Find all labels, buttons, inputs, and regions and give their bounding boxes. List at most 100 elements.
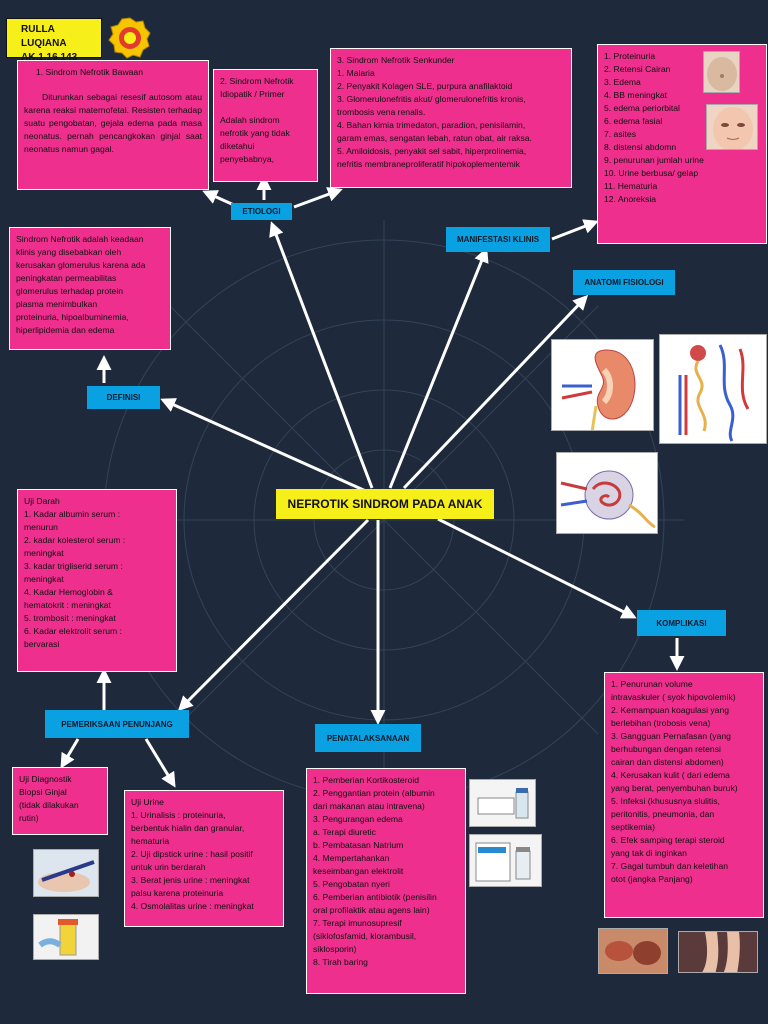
etiologi-sekunder-line: trombosis vena renalis. <box>337 107 426 117</box>
arrow-to-anatomi <box>402 294 589 490</box>
label-definisi: DEFINISI <box>87 386 160 409</box>
penatalaksanaan-line: 1. Pemberian Kortikosteroid <box>313 775 420 785</box>
penatalaksanaan-box: 1. Pemberian Kortikosteroid 2. Penggantia… <box>306 768 466 994</box>
biopsy-needle-photo <box>33 849 99 897</box>
bawaan-title: 1. Sindrom Nefrotik Bawaan <box>36 67 143 77</box>
author-id: AK.1.16.143 <box>21 52 78 63</box>
label-pemeriksaan: PEMERIKSAAN PENUNJANG <box>45 710 189 738</box>
etiologi-sekunder-line: 3. Glomerulonefritis akut/ glomerulonefr… <box>337 94 526 104</box>
arrow-to-pemeriksaan <box>177 518 370 712</box>
abdominal-distension-photo <box>703 51 740 93</box>
etiologi-idiopatik-line: Idiopatik / Primer <box>220 89 285 99</box>
komplikasi-line: cairan dan distensi abdomen) <box>611 757 724 767</box>
uji-urine-line: Uji Urine <box>131 797 164 807</box>
uji-darah-line: bervarasi <box>24 639 60 649</box>
komplikasi-line: otot (jangka Panjang) <box>611 874 693 884</box>
label-etiologi: ETIOLOGI <box>231 203 292 220</box>
bawaan-text: Diturunkan sebagai resesif autosom atau … <box>24 92 202 154</box>
uji-urine-line: berbentuk hialin dan granular, <box>131 823 245 833</box>
central-topic: NEFROTIK SINDROM PADA ANAK <box>276 489 494 519</box>
biopsi-line: Uji Diagnostik <box>19 774 72 784</box>
penatalaksanaan-line: 4. Mempertahankan <box>313 853 390 863</box>
manifestasi-line: 6. edema fasial <box>604 116 663 126</box>
uji-darah-box: Uji Darah 1. Kadar albumin serum : menurun… <box>17 489 177 672</box>
etiologi-sekunder-line: 5. Amiloidosis, penyakit sel sabit, hipe… <box>337 146 527 156</box>
etiologi-idiopatik-line: Adalah sindrom <box>220 115 280 125</box>
penatalaksanaan-line: (siklofosfamid, klorambusil, <box>313 931 417 941</box>
label-penatalaksanaan: PENATALAKSANAAN <box>315 724 421 752</box>
penatalaksanaan-line: oral profilaktik atau agens lain) <box>313 905 430 915</box>
komplikasi-line: septikemia) <box>611 822 655 832</box>
etiologi-idiopatik-line: diketahui <box>220 141 255 151</box>
uji-urine-line: palsu karena proteinuria <box>131 888 224 898</box>
manifestasi-line: 7. asites <box>604 129 637 139</box>
definisi-line: proteinuria, hipoalbuminemia, <box>16 312 129 322</box>
uji-urine-box: Uji Urine 1. Urinalisis : proteinuria, ber… <box>124 790 284 927</box>
uji-darah-line: Uji Darah <box>24 496 60 506</box>
manifestasi-line: 5. edema periorbital <box>604 103 680 113</box>
arrow-pemeriksaan-urine <box>144 738 176 788</box>
manifestasi-line: 2. Retensi Cairan <box>604 64 671 74</box>
biopsi-line: Biopsi Ginjal <box>19 787 67 797</box>
uji-darah-line: meningkat <box>24 548 64 558</box>
penatalaksanaan-line: siklosporin) <box>313 944 357 954</box>
arrow-to-manifestasi <box>388 247 489 489</box>
medicine-vial-photo-1 <box>469 779 536 827</box>
etiologi-idiopatik-line: penyebabnya, <box>220 154 274 164</box>
manifestasi-line: 1. Proteinuria <box>604 51 656 61</box>
uji-darah-line: 2. kadar kolesterol serum : <box>24 535 126 545</box>
uji-urine-line: untuk urin berdarah <box>131 862 206 872</box>
label-anatomi: ANATOMI FISIOLOGI <box>573 270 675 295</box>
biopsi-line: rutin) <box>19 813 39 823</box>
arrow-to-etiologi <box>269 221 374 489</box>
uji-darah-line: 5. trombosit : meningkat <box>24 613 116 623</box>
manifestasi-line: 4. BB meningkat <box>604 90 668 100</box>
manifestasi-line: 12. Anoreksia <box>604 194 657 204</box>
uji-urine-line: hematuria <box>131 836 170 846</box>
medicine-vial-photo-2 <box>469 834 542 887</box>
definisi-line: peningkatan permeabilitas <box>16 273 117 283</box>
institution-logo-icon <box>108 17 151 59</box>
komplikasi-line: 7. Gagal tumbuh dan keletihan <box>611 861 729 871</box>
definisi-line: glomerulus terhadap protein <box>16 286 124 296</box>
etiologi-idiopatik-line: 2. Sindrom Nefrotik <box>220 76 294 86</box>
arrow-to-komplikasi <box>437 517 637 619</box>
komplikasi-line: 3. Gangguan Pernafasan (yang <box>611 731 731 741</box>
uji-darah-line: 3. kadar trigliserid serum : <box>24 561 123 571</box>
penatalaksanaan-line: 6. Pemberian antibiotik (penisilin <box>313 892 437 902</box>
biopsi-line: (tidak dilakukan <box>19 800 79 810</box>
etiologi-sekunder-line: 4. Bahan kimia trimedaton, paradion, pen… <box>337 120 526 130</box>
etiologi-sekunder-line: garam emas, sengatan lebah, ratun obat, … <box>337 133 532 143</box>
author-name-badge: RULLA LUQIANA AK.1.16.143 <box>6 18 102 63</box>
komplikasi-line: 6. Efek samping terapi steroid <box>611 835 725 845</box>
etiologi-sekunder-line: nefritis membraneproliferatif hipokoplem… <box>337 159 520 169</box>
etiologi-idiopatik-line: nefrotik yang tidak <box>220 128 290 138</box>
etiologi-sekunder-line: 1. Malaria <box>337 68 375 78</box>
uji-darah-line: 4. Kadar Hemoglobin & <box>24 587 113 597</box>
definisi-line: Sindrom Nefrotik adalah keadaan <box>16 234 144 244</box>
manifestasi-line: 11. Hematuria <box>604 181 658 191</box>
label-manifestasi: MANIFESTASI KLINIS <box>446 227 550 252</box>
uji-darah-line: 1. Kadar albumin serum : <box>24 509 121 519</box>
nephron-anatomy-diagram <box>659 334 767 444</box>
manifestasi-line: 3. Edema <box>604 77 641 87</box>
facial-edema-photo <box>706 104 758 150</box>
manifestasi-line: 9. penurunan jumlah urine <box>604 155 704 165</box>
komplikasi-line: yang tak di inginkan <box>611 848 687 858</box>
komplikasi-line: yang berat, penyembuhan buruk) <box>611 783 738 793</box>
uji-urine-line: 3. Berat jenis urine : meningkat <box>131 875 250 885</box>
komplikasi-line: peritonitis, pneumonia, dan <box>611 809 715 819</box>
author-name: RULLA LUQIANA <box>21 24 67 49</box>
penatalaksanaan-line: 2. Penggantian protein (albumin <box>313 788 435 798</box>
definisi-line: klinis yang disebabkan oleh <box>16 247 122 257</box>
komplikasi-line: 1. Penurunan volume <box>611 679 693 689</box>
uji-darah-line: menurun <box>24 522 58 532</box>
uji-urine-line: 1. Urinalisis : proteinuria, <box>131 810 226 820</box>
arrow-pemeriksaan-biopsi <box>60 738 80 769</box>
glomerulus-anatomy-diagram <box>556 452 658 534</box>
komplikasi-line: 2. Kemampuan koagulasi yang <box>611 705 730 715</box>
komplikasi-line: 5. Infeksi (khususnya slulitis, <box>611 796 720 806</box>
